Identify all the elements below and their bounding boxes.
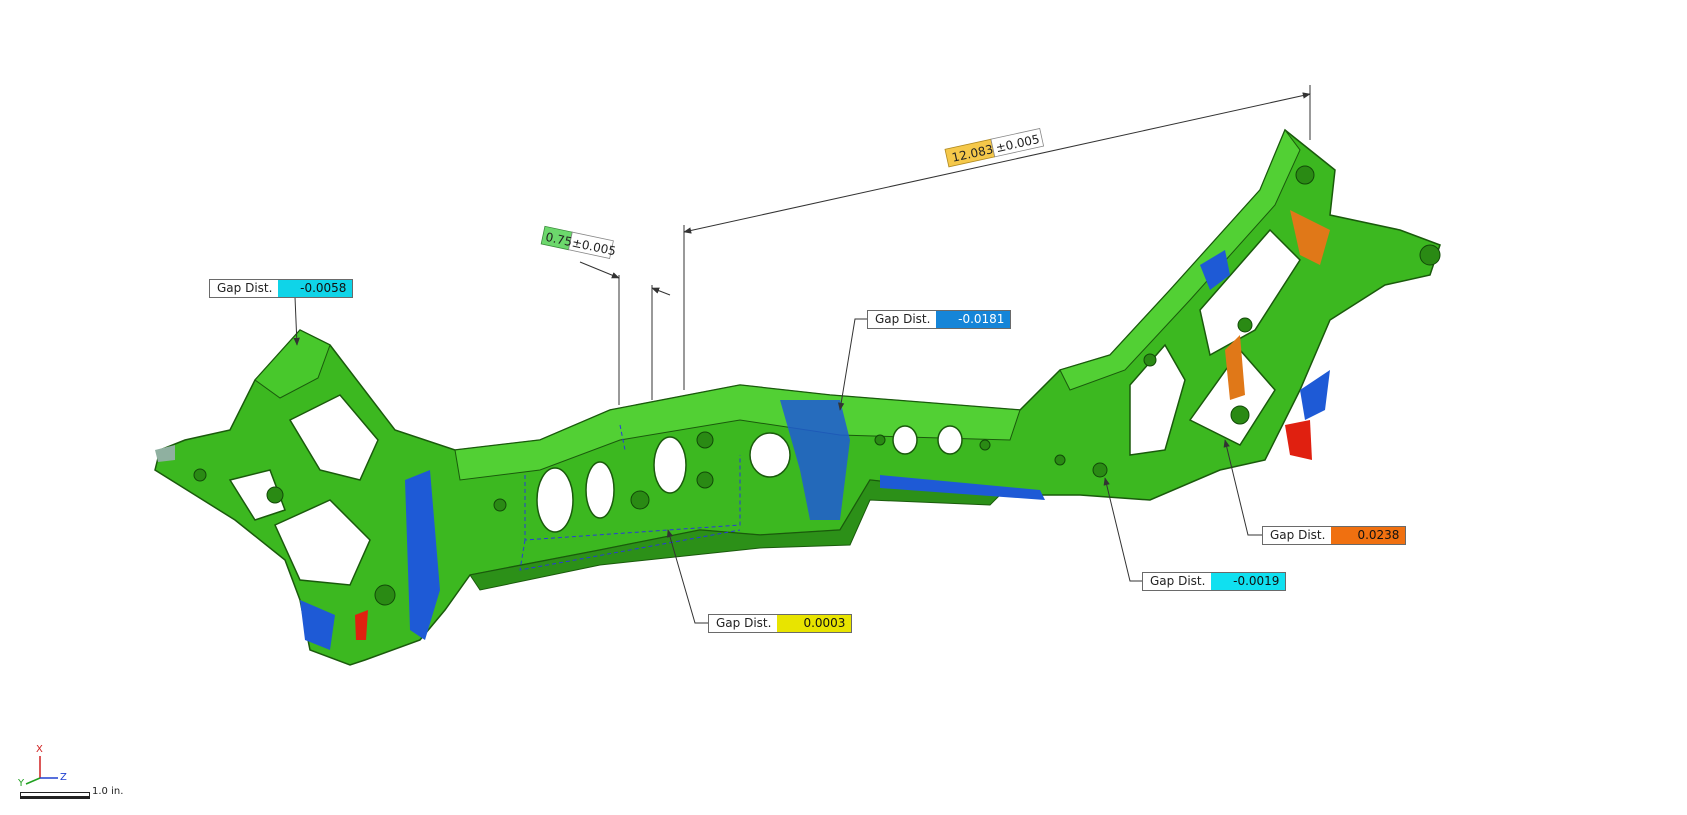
callout-value: -0.0058 <box>278 280 353 297</box>
callout-value: -0.0181 <box>936 311 1011 328</box>
axis-y-label: Y <box>18 778 25 789</box>
dimension-12-083 <box>683 85 1311 390</box>
gap-dist-callout-4[interactable]: Gap Dist. 0.0238 <box>1262 526 1407 545</box>
callout-label: Gap Dist. <box>1150 574 1206 588</box>
callout-value: 0.0003 <box>777 615 852 632</box>
callout-value: -0.0019 <box>1211 573 1286 590</box>
gap-dist-callout-2[interactable]: Gap Dist. -0.0181 <box>867 310 1012 329</box>
callout-leaders <box>293 296 1262 624</box>
axis-triad: X Y Z <box>18 744 68 789</box>
dimension-12-083-label: 12.083 ±0.005 <box>944 128 1045 168</box>
scale-bar <box>20 792 90 799</box>
reference-outline <box>519 424 741 571</box>
axis-x-label: X <box>36 744 43 755</box>
bolt-holes <box>193 165 1441 606</box>
axis-z-label: Z <box>60 772 67 783</box>
axis-triad-icon <box>25 756 58 785</box>
callout-label: Gap Dist. <box>875 312 931 326</box>
callout-value: 0.0238 <box>1331 527 1406 544</box>
gap-dist-callout-5[interactable]: Gap Dist. -0.0019 <box>1142 572 1287 591</box>
callout-label: Gap Dist. <box>217 281 273 295</box>
scale-bar-label: 1.0 in. <box>92 786 124 797</box>
gap-dist-callout-1[interactable]: Gap Dist. -0.0058 <box>209 279 354 298</box>
dimension-0-75-value: 0.75 <box>544 230 573 249</box>
dimension-0-75 <box>579 261 671 405</box>
dimension-0-75-label: 0.75 ±0.005 <box>540 225 617 259</box>
gap-dist-callout-3[interactable]: Gap Dist. 0.0003 <box>708 614 853 633</box>
callout-label: Gap Dist. <box>1270 528 1326 542</box>
deviation-map <box>155 210 1330 650</box>
callout-label: Gap Dist. <box>716 616 772 630</box>
